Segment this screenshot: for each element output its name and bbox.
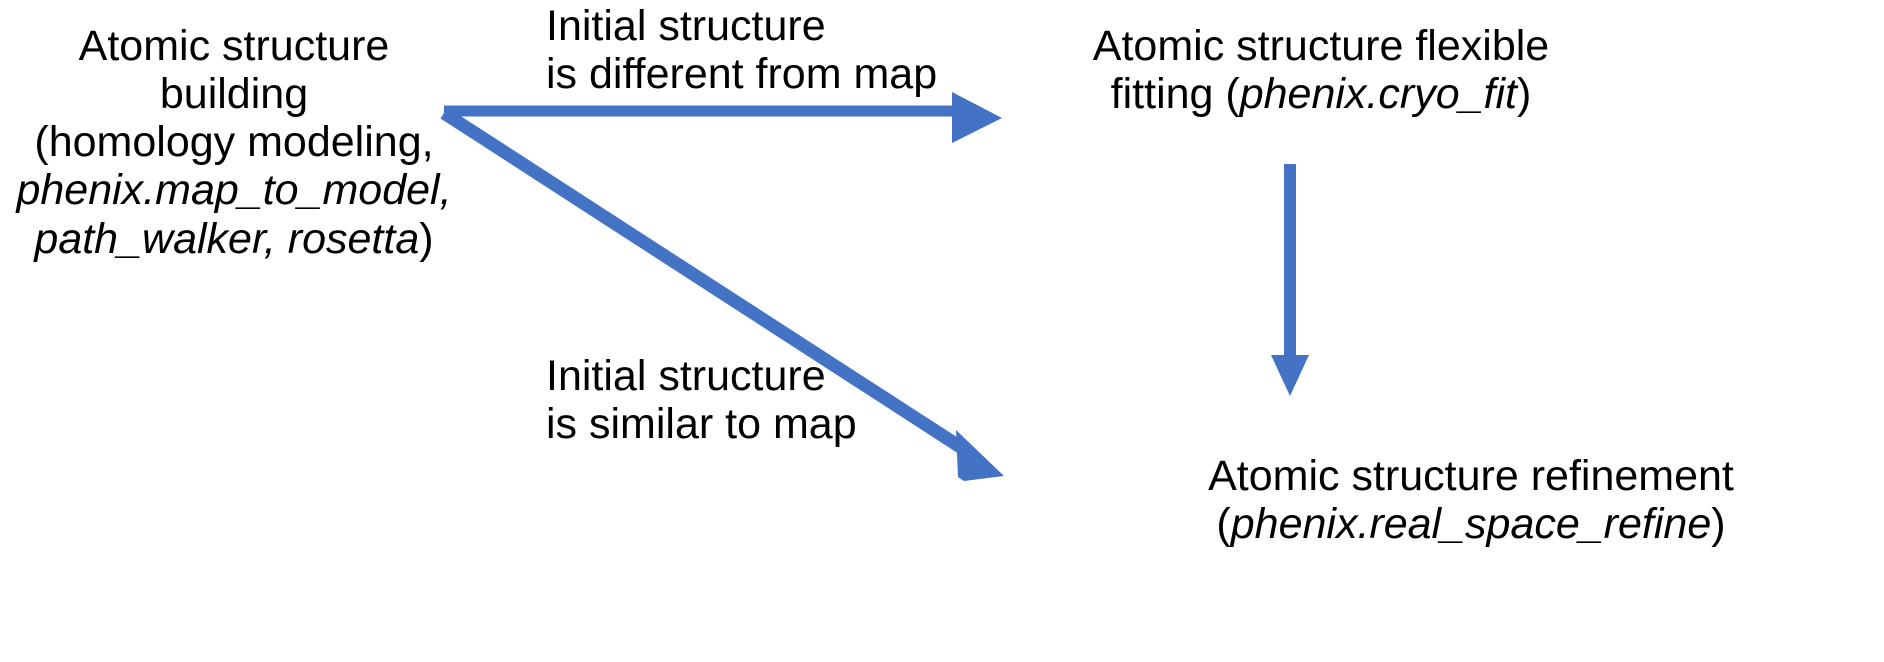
node-building-line-2: (homology modeling,	[34, 118, 434, 167]
edge-label-similar-line-2: is similar to map	[546, 400, 857, 449]
node-refinement-line-1: Atomic structure refinement	[1208, 452, 1734, 500]
edge-label-different-line-1: Initial structure	[546, 2, 826, 50]
edge-label-initial-structure-similar: Initial structure is similar to map	[546, 352, 966, 448]
node-flexible-fitting-suffix: )	[1516, 70, 1532, 119]
node-flexible-fitting-prefix: fitting (	[1110, 70, 1240, 119]
node-refinement-command: phenix.real_space_refine	[1230, 500, 1712, 549]
node-flexible-fitting-command: phenix.cryo_fit	[1239, 70, 1517, 119]
node-building-line-1: Atomic structure building	[78, 22, 390, 119]
node-refinement-prefix: (	[1216, 500, 1231, 549]
node-refinement-line-2: (phenix.real_space_refine)	[1062, 500, 1880, 548]
node-building-line-4-tail: )	[419, 214, 434, 263]
node-building-line-4: path_walker, rosetta)	[8, 215, 460, 263]
node-flexible-fitting-line-2: fitting (phenix.cryo_fit)	[1086, 70, 1556, 118]
node-refinement-suffix: )	[1711, 500, 1726, 549]
node-atomic-structure-building: Atomic structure building (homology mode…	[8, 22, 460, 263]
edge-label-similar-line-1: Initial structure	[546, 352, 826, 400]
arrow-building-to-flexible-fitting	[444, 92, 1002, 143]
node-building-line-3: phenix.map_to_model,	[16, 166, 452, 215]
node-flexible-fitting-line-1: Atomic structure flexible	[1092, 22, 1550, 70]
edge-label-different-line-2: is different from map	[546, 50, 938, 99]
node-atomic-structure-refinement: Atomic structure refinement (phenix.real…	[1062, 452, 1880, 548]
node-building-line-4-italic: path_walker, rosetta	[34, 214, 420, 263]
node-atomic-structure-flexible-fitting: Atomic structure flexible fitting (pheni…	[1086, 22, 1556, 118]
edge-label-initial-structure-different: Initial structure is different from map	[546, 2, 966, 98]
arrow-flexible-fitting-to-refinement	[1271, 164, 1309, 396]
